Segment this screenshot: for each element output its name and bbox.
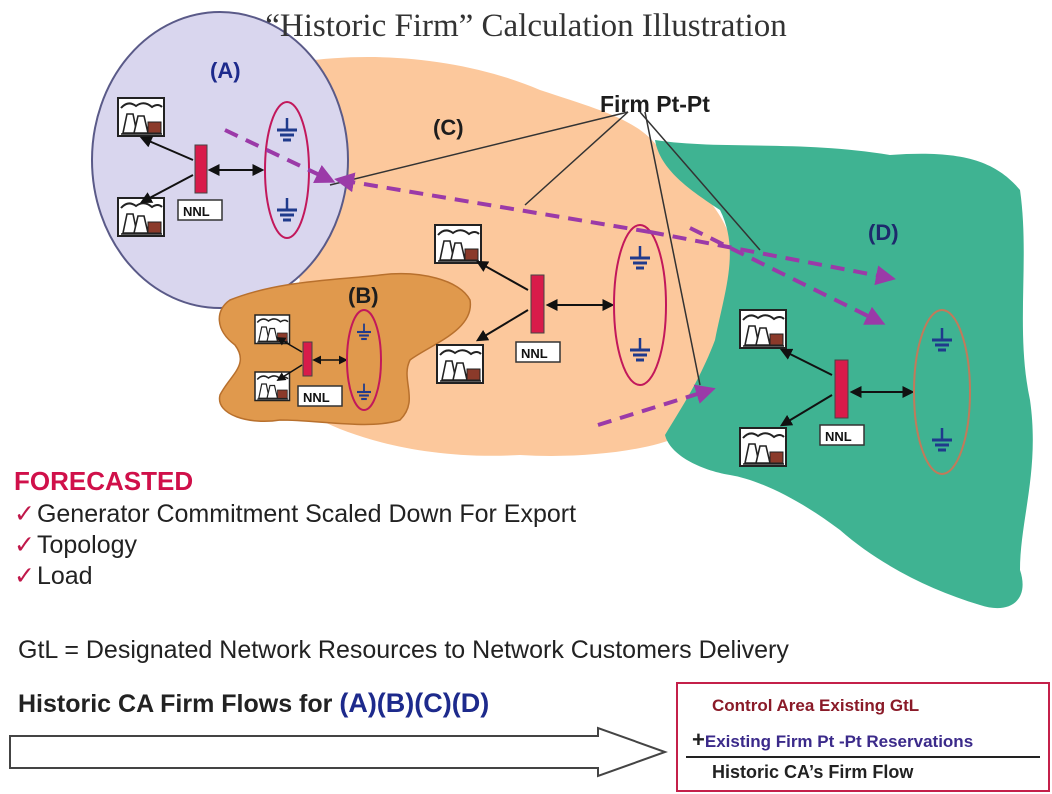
power-plant-icon: [434, 224, 482, 264]
power-plant-icon: [739, 427, 787, 467]
checkmark-icon: ✓: [14, 531, 35, 559]
firm-pt-pt-label: Firm Pt-Pt: [600, 91, 710, 117]
load-ring: [346, 309, 382, 411]
power-plant-icon: [117, 97, 165, 137]
formula-result: Historic CA’s Firm Flow: [712, 762, 914, 782]
formula-divider: [686, 756, 1040, 758]
area-b-network: [254, 309, 382, 411]
checkmark-icon: ✓: [14, 562, 35, 590]
list-item: ✓Load: [14, 562, 93, 590]
page-title: “Historic Firm” Calculation Illustration: [265, 8, 787, 44]
area-a-network: [117, 97, 310, 239]
historic-areas: (A)(B)(C)(D): [339, 688, 490, 718]
bus-bar-icon: [302, 341, 313, 377]
formula-line-2: +Existing Firm Pt -Pt Reservations: [692, 727, 974, 752]
load-ring: [613, 224, 667, 386]
nnl-label-b: NNL: [303, 390, 330, 405]
gtl-definition: GtL = Designated Network Resources to Ne…: [18, 636, 789, 664]
formula-box: Control Area Existing GtL +Existing Firm…: [676, 682, 1050, 792]
plus-icon: +: [692, 727, 705, 752]
power-plant-icon: [117, 197, 165, 237]
nnl-label-c: NNL: [521, 346, 548, 361]
power-plant-icon: [436, 344, 484, 384]
bus-bar-icon: [530, 274, 545, 334]
historic-flow-arrow: [9, 726, 668, 778]
forecast-heading: FORECASTED: [14, 466, 194, 496]
list-item: ✓Generator Commitment Scaled Down For Ex…: [14, 500, 577, 528]
area-d-network: [739, 309, 971, 475]
area-a-label: (A): [210, 58, 241, 83]
load-ring: [913, 309, 971, 475]
forecast-list: FORECASTED ✓Generator Commitment Scaled …: [14, 466, 576, 592]
area-c-label: (C): [433, 115, 464, 140]
area-c-network: [434, 224, 667, 386]
nnl-label-d: NNL: [825, 429, 852, 444]
historic-flows-caption: Historic CA Firm Flows for (A)(B)(C)(D): [18, 688, 490, 718]
power-plant-icon: [254, 314, 291, 345]
formula-line-1: Control Area Existing GtL: [712, 696, 920, 715]
area-d-label: (D): [868, 220, 899, 245]
firm-flow-arrows: [224, 128, 896, 427]
firm-callout-lines: [329, 111, 761, 386]
checkmark-icon: ✓: [14, 500, 35, 528]
list-item: ✓Topology: [14, 531, 138, 559]
bus-bar-icon: [834, 359, 849, 419]
area-b-label: (B): [348, 283, 379, 308]
nnl-label-a: NNL: [183, 204, 210, 219]
bus-bar-icon: [194, 144, 208, 194]
power-plant-icon: [739, 309, 787, 349]
